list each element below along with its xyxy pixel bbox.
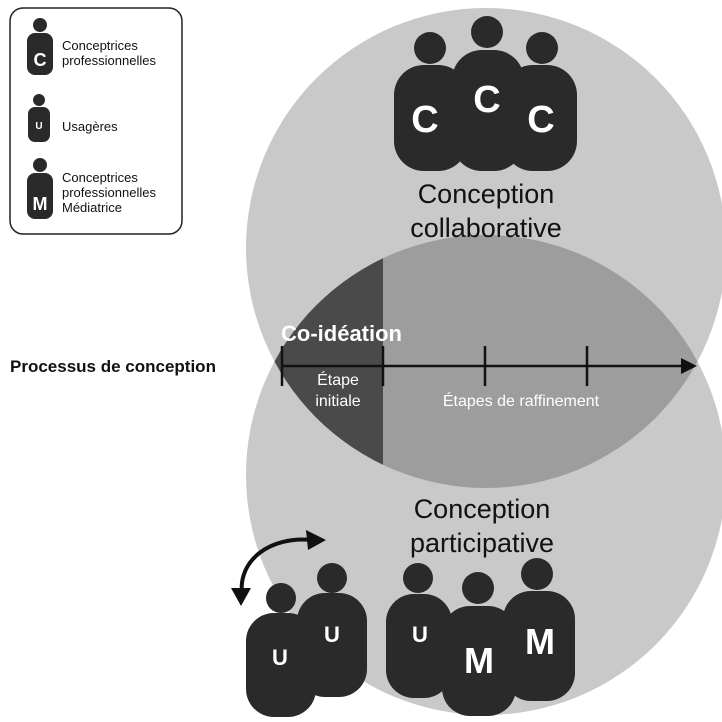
- legend-label-line: professionnelles: [62, 185, 156, 200]
- arrowhead-down-icon: [231, 588, 251, 606]
- bottom-circle-title-line: Conception: [414, 494, 551, 524]
- initial-step-label-line: initiale: [315, 393, 360, 410]
- initial-step-label-line: Étape: [317, 370, 359, 389]
- person-c-center: [452, 50, 524, 171]
- figure-letter: U: [324, 622, 340, 647]
- legend-item-u: U Usagères: [28, 94, 118, 142]
- figure-letter: M: [464, 640, 494, 681]
- person-m-icon: M: [27, 158, 53, 219]
- figure-letter: U: [412, 622, 428, 647]
- person-c-left: [394, 65, 468, 171]
- person-m-back: [503, 591, 575, 701]
- legend-item-m: M Conceptrices professionnelles Médiatri…: [27, 158, 156, 219]
- top-circle-title-line: collaborative: [410, 213, 562, 243]
- bottom-right-figure-group: U M M: [386, 558, 575, 716]
- figure-letter: C: [527, 99, 554, 141]
- legend-letter: C: [34, 50, 47, 70]
- legend-label-line: Conceptrices: [62, 170, 138, 185]
- figure-letter: M: [525, 621, 555, 662]
- bottom-left-figure-group: U U: [246, 563, 367, 717]
- figure-letter: C: [473, 79, 500, 121]
- legend-label-line: Conceptrices: [62, 38, 138, 53]
- person-u-icon: U: [28, 94, 50, 142]
- figure-letter: C: [411, 99, 438, 141]
- process-arrowhead-icon: [681, 358, 697, 374]
- person-u-front: [246, 613, 316, 717]
- top-circle-title-line: Conception: [418, 179, 555, 209]
- bottom-circle-title-line: participative: [410, 528, 554, 558]
- arrowhead-right-icon: [306, 530, 326, 550]
- figure-letter: U: [272, 645, 288, 670]
- person-c-icon: C: [27, 18, 53, 75]
- exchange-arrow: [239, 537, 313, 595]
- legend-letter: M: [33, 194, 48, 214]
- co-ideation-label: Co-idéation: [281, 321, 402, 346]
- legend-label-line: Usagères: [62, 119, 118, 134]
- legend-item-c: C Conceptrices professionnelles: [27, 18, 156, 75]
- person-u-rightgroup: [386, 594, 452, 698]
- person-m-front: [442, 606, 516, 716]
- legend-label-line: professionnelles: [62, 53, 156, 68]
- legend-letter: U: [35, 121, 42, 132]
- refinement-label: Étapes de raffinement: [443, 391, 600, 410]
- legend-label-line: Médiatrice: [62, 200, 122, 215]
- top-figure-group: C C C: [394, 16, 577, 171]
- process-label: Processus de conception: [10, 357, 216, 376]
